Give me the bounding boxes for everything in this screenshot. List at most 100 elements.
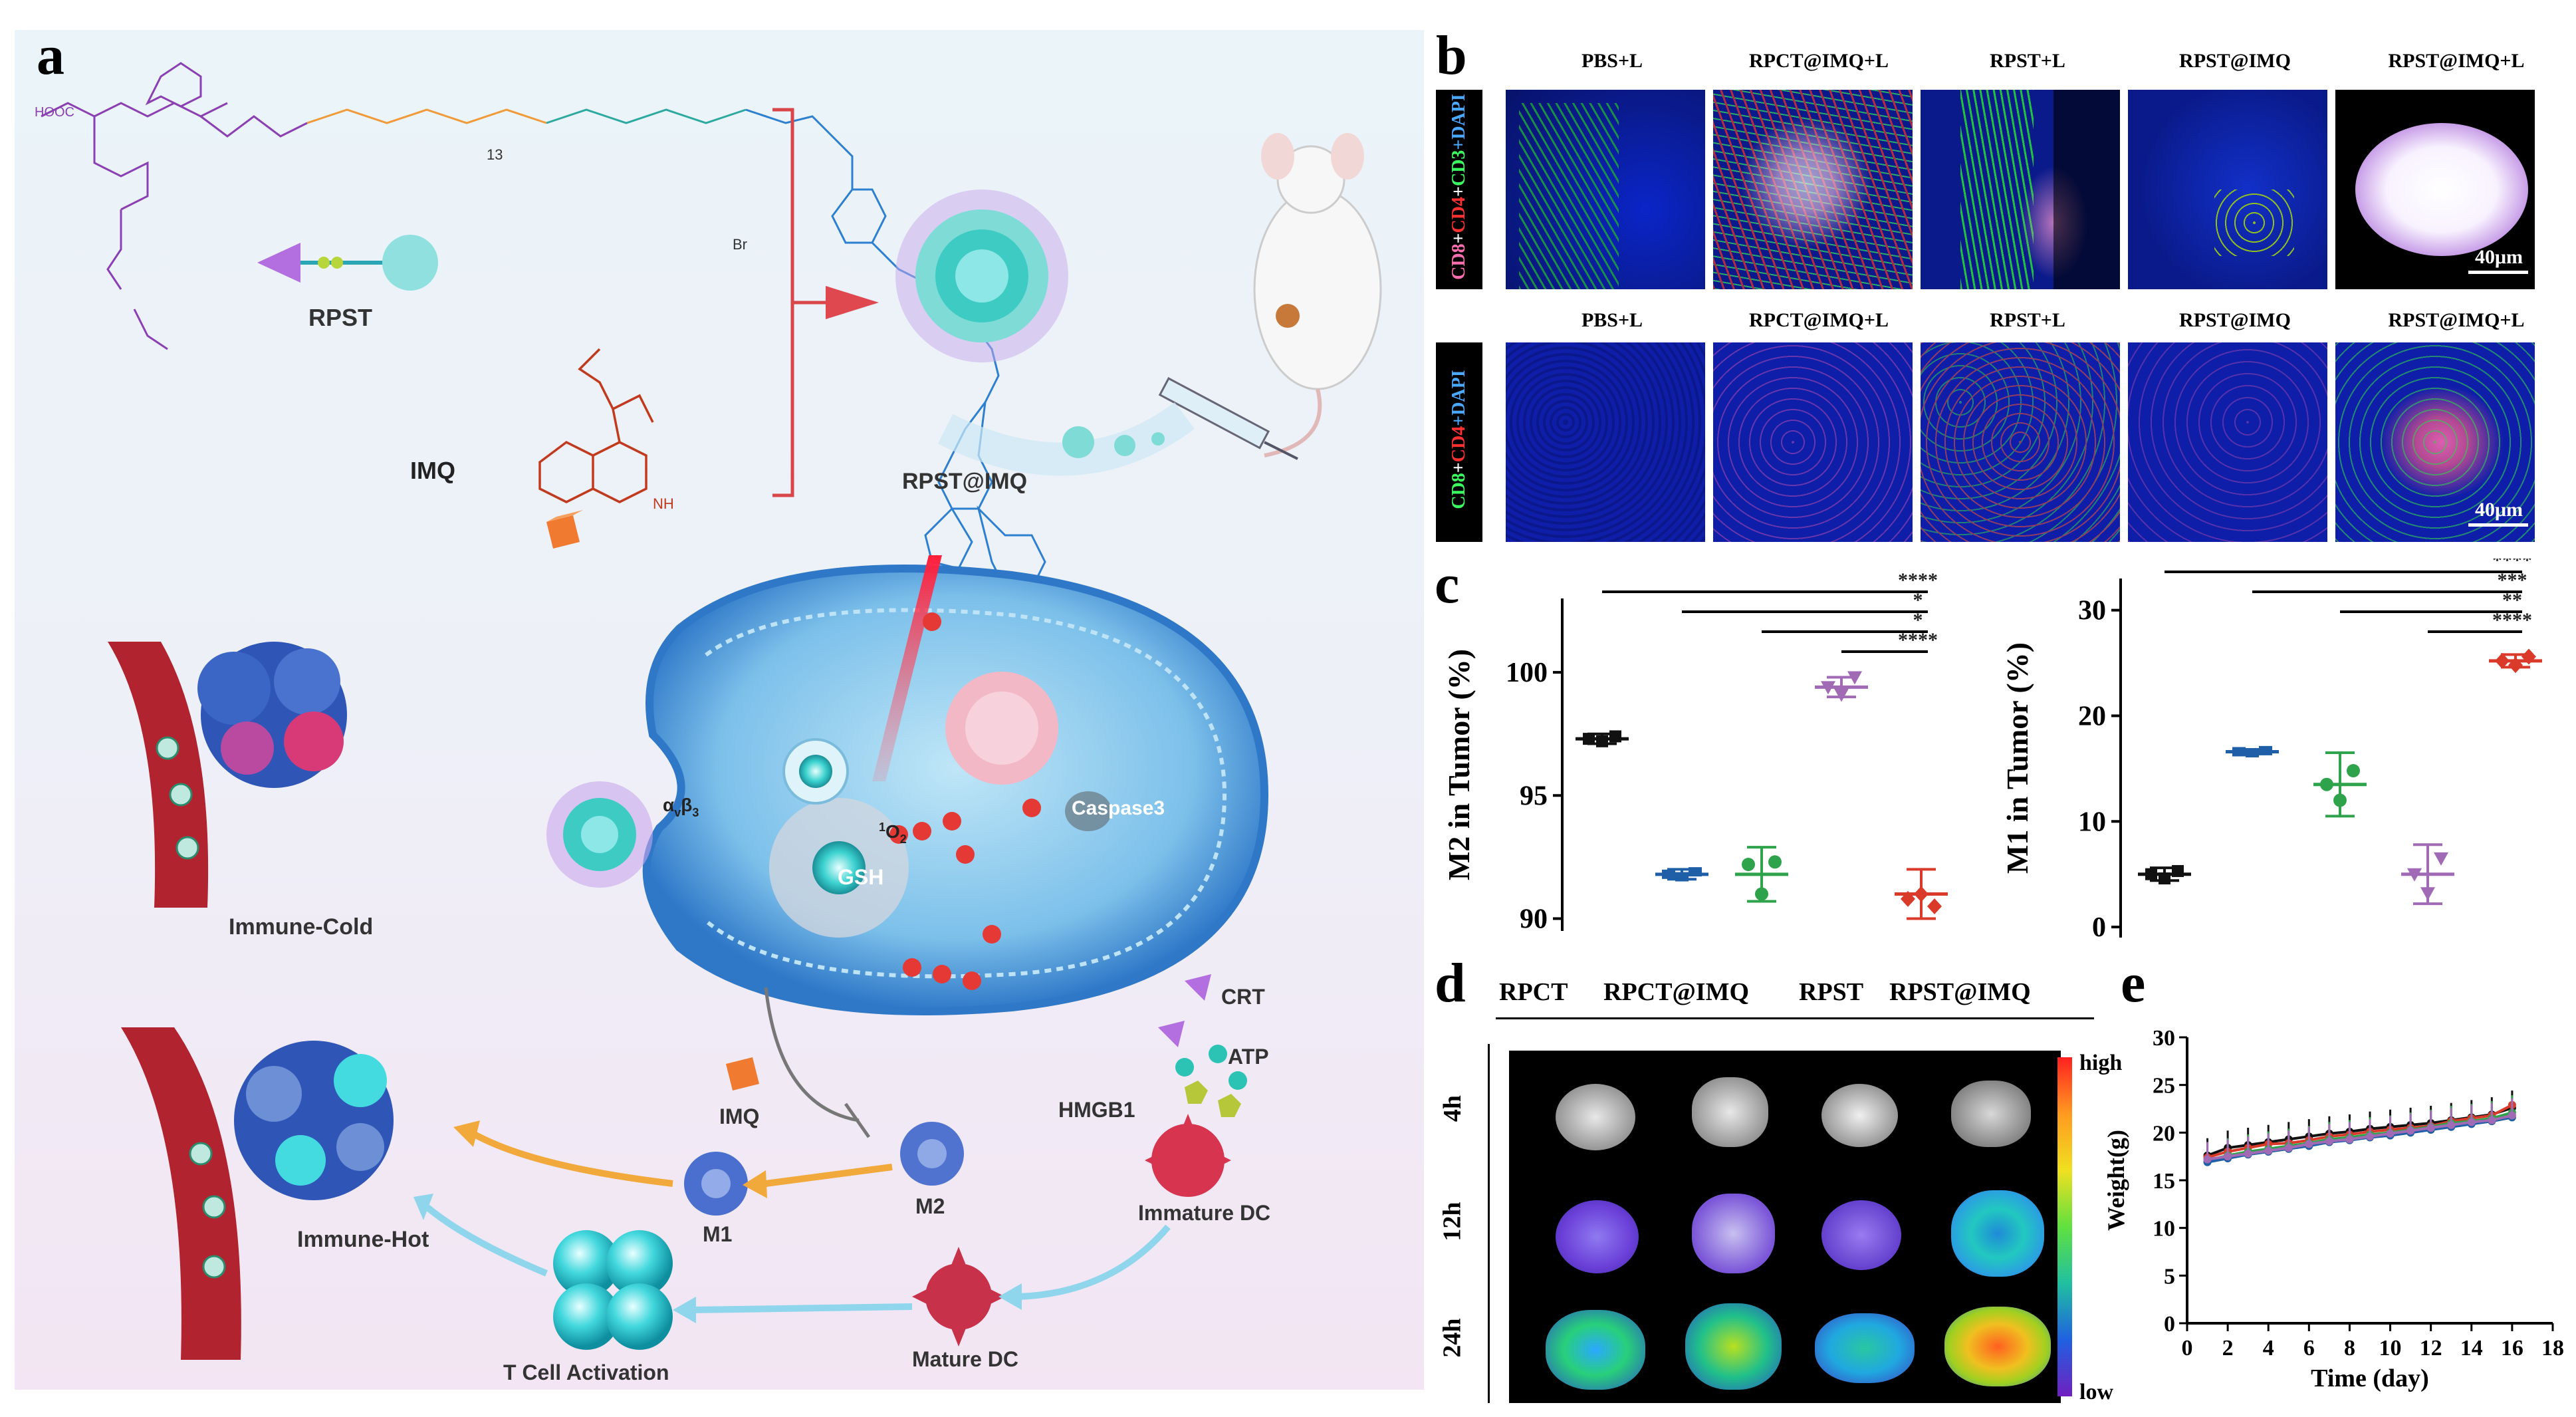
t-cell-cluster-icon (553, 1230, 673, 1350)
arrow-blue-mature-tcell (692, 1303, 913, 1313)
point-4-2 (2521, 648, 2536, 665)
micro-r2-c2 (1713, 342, 1913, 542)
y-tick-label-1: 5 (2164, 1264, 2175, 1289)
column-title-1: PBS+L (1581, 50, 1643, 72)
y-tick-label-2: 20 (2078, 701, 2106, 731)
arrow-blue-tcell-hot (424, 1204, 548, 1277)
m1-label: M1 (703, 1222, 732, 1246)
tumor-cell-icon (642, 565, 1269, 1015)
red-arrow-icon (826, 286, 879, 319)
x-tick-label-1: 2 (2222, 1336, 2234, 1360)
series-4-point-12 (2447, 1120, 2456, 1129)
y-axis-label: M1 in Tumor (%) (2000, 642, 2034, 874)
sig-label-0: **** (1898, 569, 1938, 591)
x-axis-label: Time (day) (2311, 1364, 2429, 1392)
point-1-0 (2232, 747, 2246, 757)
immune-cold-label: Immune-Cold (229, 914, 373, 940)
point-3-0 (2407, 868, 2422, 882)
point-2-0 (1742, 858, 1755, 871)
column-title-3: RPST+L (1990, 50, 2065, 72)
d-column-4: RPST@IMQ (1889, 978, 2031, 1006)
series-4-point-15 (2508, 1111, 2516, 1120)
micro-r2-c1 (1506, 342, 1705, 542)
series-4-point-3 (2264, 1146, 2273, 1155)
micro-r2-c3 (1921, 342, 2120, 542)
series-line-2 (2207, 1111, 2513, 1162)
series-4-point-2 (2244, 1149, 2252, 1158)
d-header-underline (1496, 1017, 2094, 1019)
series-4-point-9 (2386, 1129, 2395, 1138)
rpst-imq-label: RPST@IMQ (902, 469, 1027, 494)
rpst-label: RPST (308, 304, 372, 331)
column-title-3-row2: RPST+L (1990, 309, 2065, 331)
column-title-5: RPST@IMQ+L (2388, 50, 2525, 72)
nanoparticle-outside-cell (546, 781, 653, 888)
scale-low-label: low (2079, 1380, 2113, 1404)
imq-label: IMQ (410, 457, 455, 484)
series-4-point-8 (2366, 1132, 2374, 1141)
sig-label-3: **** (2492, 609, 2532, 631)
imq-label-2: IMQ (719, 1104, 759, 1128)
point-4-1 (1914, 886, 1929, 902)
series-4-point-0 (2203, 1155, 2212, 1164)
arrow-orange-m2-m1 (765, 1164, 893, 1187)
schematic-background: HOOC 13 Br RPST IMQ NH (15, 30, 1424, 1390)
series-4-point-1 (2224, 1152, 2232, 1161)
point-0-1 (2159, 872, 2170, 885)
point-2-1 (1755, 887, 1768, 901)
cooh-label: HOOC (35, 105, 74, 120)
row2-stain-label: CD8+CD4+DAPI (1436, 342, 1482, 542)
series-4-point-6 (2325, 1137, 2333, 1146)
x-tick-label-0: 0 (2182, 1336, 2193, 1360)
singlet-oxygen-label: 1O2 (879, 821, 907, 846)
row1-stain-label: CD8+CD4+CD3+DAPI (1436, 90, 1482, 289)
arrow-orange-m1-hot (471, 1130, 673, 1187)
n13-label: 13 (487, 146, 503, 163)
column-title-5-row2: RPST@IMQ+L (2388, 309, 2525, 331)
d-column-3: RPST (1799, 978, 1864, 1006)
y-tick-label-6: 30 (2153, 1026, 2175, 1051)
scale-bar-label-1: 40μm (2475, 246, 2523, 268)
caspase-label: Caspase3 (1072, 797, 1165, 819)
panel-b-label: b (1436, 25, 1467, 86)
blood-vessel-top (108, 642, 209, 908)
series-4-point-10 (2406, 1126, 2415, 1135)
point-3-0 (1821, 681, 1835, 695)
immune-hot-label: Immune-Hot (297, 1227, 429, 1252)
m1-macrophage-icon (684, 1152, 748, 1216)
point-4-1 (2508, 657, 2523, 674)
point-1-0 (1662, 869, 1675, 879)
rpst-molecule-icon (257, 235, 438, 291)
y-tick-label-2: 10 (2153, 1217, 2175, 1241)
sig-label-2: ** (2502, 589, 2522, 611)
point-4-0 (1901, 890, 1915, 907)
m2-macrophage-icon (900, 1122, 964, 1186)
point-3-2 (1847, 671, 1862, 685)
micro-r2-c5: 40μm (2335, 342, 2535, 542)
y-tick-label-3: 30 (2078, 596, 2106, 626)
y-tick-label-5: 25 (2153, 1074, 2175, 1098)
atp-icon (1209, 1045, 1227, 1063)
point-1-2 (1689, 867, 1702, 877)
point-0-0 (1583, 733, 1595, 745)
imq-nh2-label: NH (653, 495, 674, 512)
series-4-point-11 (2426, 1124, 2435, 1132)
point-1-1 (2246, 748, 2259, 758)
laser-beam (872, 555, 942, 781)
y-tick-label-2: 100 (1506, 658, 1548, 688)
sig-label-3: **** (1898, 629, 1938, 651)
d-column-1: RPCT (1499, 978, 1568, 1006)
series-4-point-4 (2284, 1144, 2293, 1152)
d-column-2: RPCT@IMQ (1603, 978, 1750, 1006)
color-scale-bar (2057, 1057, 2072, 1396)
x-tick-label-9: 18 (2541, 1336, 2564, 1360)
point-2-1 (2333, 793, 2347, 807)
point-0-2 (1609, 730, 1621, 743)
sig-label-1: *** (2498, 569, 2527, 591)
x-tick-label-6: 12 (2420, 1336, 2442, 1360)
series-line-4 (2207, 1114, 2513, 1161)
y-tick-label-4: 20 (2153, 1121, 2175, 1146)
